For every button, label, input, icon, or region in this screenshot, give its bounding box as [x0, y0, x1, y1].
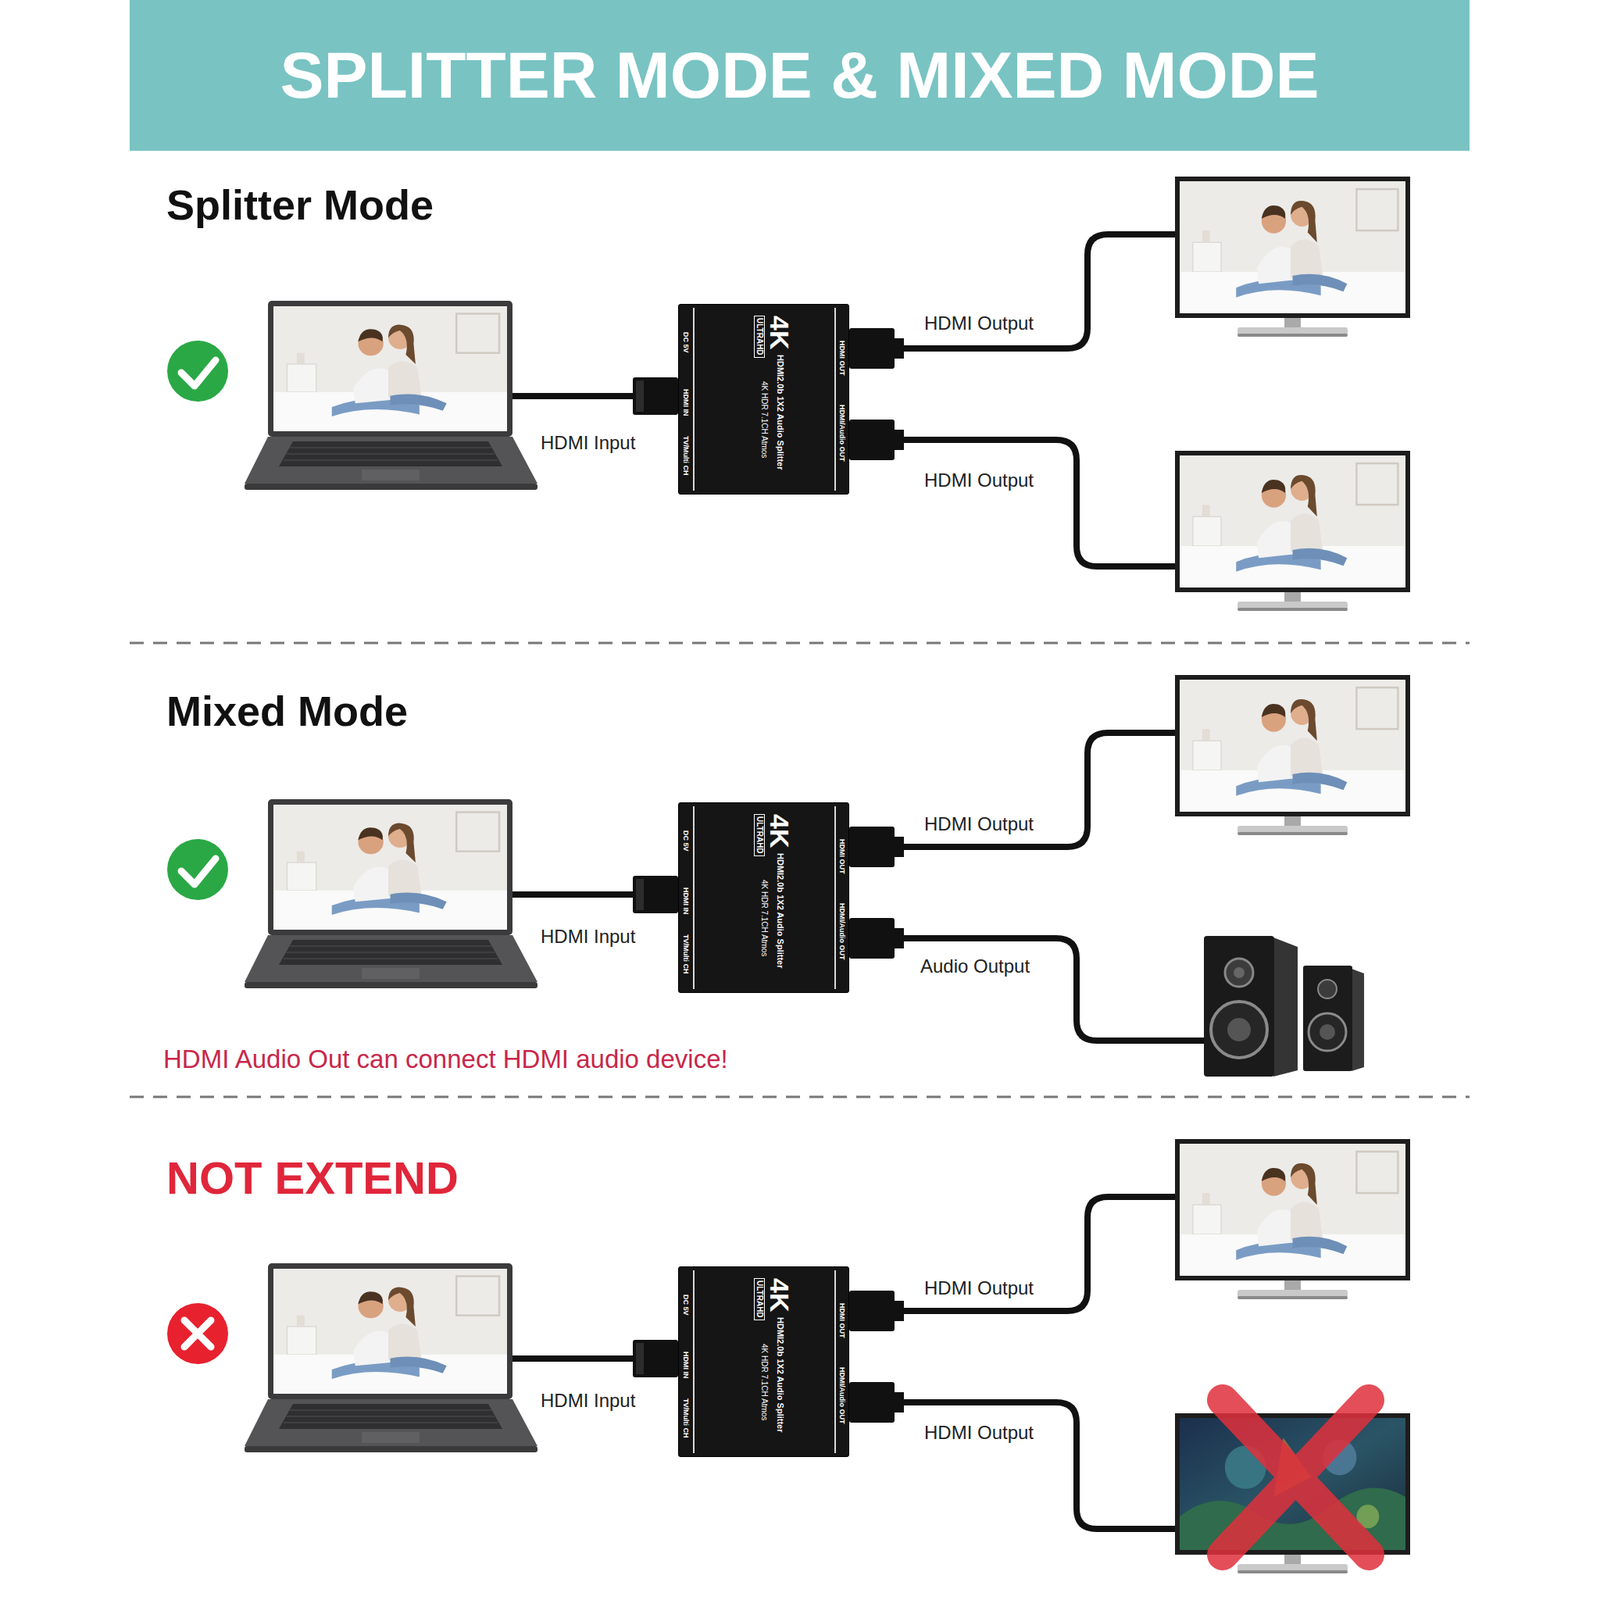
model-text: HDMI2.0b 1X2 Audio Splitter [775, 853, 785, 969]
speakers [1225, 958, 1254, 987]
port-label: DC 5V [682, 1294, 690, 1316]
port-label: HDMI IN [682, 887, 690, 915]
speakers [1233, 967, 1245, 979]
model-text: HDMI2.0b 1X2 Audio Splitter [775, 354, 785, 471]
splitter-box: 4KULTRAHD HDMI2.0b 1X2 Audio Splitter 4K H… [678, 303, 850, 495]
speakers [1317, 979, 1337, 999]
port-label: HDMI IN [682, 389, 690, 417]
port-label: HDMI OUT [838, 340, 846, 376]
section-one [1175, 450, 1411, 611]
section-one [903, 439, 1175, 567]
check-icon [181, 360, 216, 386]
panel-edge [692, 806, 695, 990]
divider-line [129, 642, 1470, 645]
red-cross [1222, 1400, 1369, 1555]
panel-edge [834, 307, 836, 491]
cross-icon [167, 1303, 229, 1365]
section-one [167, 176, 1411, 611]
cable-label: HDMI Output [924, 469, 1034, 492]
port-label: HDMI/Audio OUT [838, 404, 846, 462]
cable-label: HDMI Output [924, 813, 1034, 836]
cable-label: HDMI Output [924, 1421, 1034, 1444]
port-label: TV/Multi CH [682, 934, 690, 975]
logo-badge: ULTRAHD [753, 315, 765, 358]
section-two [903, 938, 1208, 1041]
section-heading: Splitter Mode [166, 180, 434, 229]
splitter-box: 4KULTRAHD HDMI2.0b 1X2 Audio Splitter 4K H… [678, 802, 850, 993]
logo-text: 4K [766, 814, 793, 848]
port-label: HDMI/Audio OUT [838, 903, 846, 961]
port-label: TV/Multi CH [682, 1398, 690, 1439]
logo-text: 4K [766, 1278, 793, 1312]
speakers [1227, 1017, 1251, 1042]
speakers [1203, 935, 1275, 1077]
cable-label: HDMI Input [540, 432, 636, 454]
section-two [167, 675, 1411, 1077]
spec-text: 4K HDR 7.1CH Atmos [760, 879, 768, 957]
section-heading: NOT EXTEND [166, 1152, 459, 1205]
port-label: DC 5V [682, 830, 690, 852]
panel-edge [692, 1270, 695, 1454]
port-label: TV/Multi CH [682, 435, 690, 476]
port-label: HDMI OUT [838, 839, 846, 875]
cable-label: HDMI Input [540, 925, 636, 948]
section-two [244, 675, 1411, 1041]
divider-line [129, 1096, 1470, 1099]
section-three [167, 1139, 1411, 1574]
logo-text: 4K [766, 315, 793, 350]
cable-label: Audio Output [920, 955, 1030, 978]
section-three [244, 1139, 1411, 1574]
check-icon [167, 340, 229, 402]
logo-badge: ULTRAHD [753, 814, 765, 857]
section-one [1179, 455, 1406, 588]
model-text: HDMI2.0b 1X2 Audio Splitter [775, 1317, 785, 1433]
splitter-box: 4KULTRAHD HDMI2.0b 1X2 Audio Splitter 4K H… [678, 1266, 850, 1458]
note-text: HDMI Audio Out can connect HDMI audio de… [163, 1044, 729, 1075]
spec-text: 4K HDR 7.1CH Atmos [760, 1343, 768, 1421]
logo-badge: ULTRAHD [753, 1278, 765, 1321]
speakers [1210, 1001, 1268, 1058]
speakers [1319, 1024, 1336, 1040]
speakers [1303, 965, 1353, 1072]
speakers [1273, 937, 1298, 1077]
cable-label: HDMI Output [924, 312, 1034, 335]
spec-text: 4K HDR 7.1CH Atmos [760, 381, 768, 458]
panel-edge [834, 806, 836, 990]
cable-label: HDMI Input [540, 1389, 636, 1412]
port-label: HDMI/Audio OUT [838, 1367, 846, 1425]
port-label: HDMI IN [682, 1351, 690, 1379]
check-icon [167, 839, 229, 900]
title-banner: SPLITTER MODE & MIXED MODE [129, 0, 1470, 151]
cross-icon [184, 1320, 211, 1347]
speakers [1203, 935, 1365, 1077]
panel-edge [834, 1270, 836, 1454]
cable-label: HDMI Output [924, 1277, 1034, 1300]
speakers [1351, 968, 1365, 1072]
title-text: SPLITTER MODE & MIXED MODE [279, 37, 1319, 114]
panel-edge [692, 307, 695, 491]
port-label: HDMI OUT [838, 1303, 846, 1339]
section-heading: Mixed Mode [166, 686, 408, 736]
port-label: DC 5V [682, 332, 690, 354]
check-icon [181, 858, 216, 885]
section-three [903, 1402, 1175, 1529]
speakers [1308, 1013, 1347, 1051]
